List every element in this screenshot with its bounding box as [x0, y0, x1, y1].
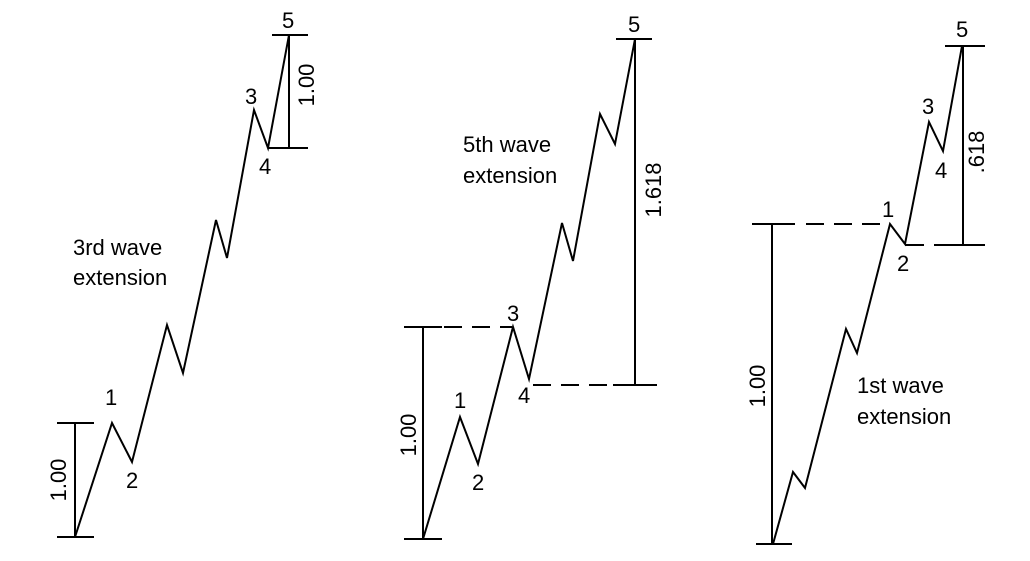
- wave-label-1: 1: [454, 388, 466, 413]
- ratio-label-bottom: 1.00: [745, 365, 770, 408]
- wave-label-2: 2: [126, 468, 138, 493]
- panel-title-line1: 3rd wave: [73, 235, 162, 260]
- wave-label-3: 3: [245, 84, 257, 109]
- wave-label-4: 4: [259, 154, 271, 179]
- wave-label-2: 2: [472, 470, 484, 495]
- wave-label-5: 5: [956, 17, 968, 42]
- wave-path: [772, 45, 963, 545]
- panel-1st-wave-extension: 1.00 .618 1 2 3 4 5 1st wave extension: [745, 17, 989, 545]
- wave-path: [74, 34, 290, 538]
- wave-label-4: 4: [518, 383, 530, 408]
- panel-title-line1: 5th wave: [463, 132, 551, 157]
- wave-label-5: 5: [628, 12, 640, 37]
- wave-path: [422, 38, 636, 540]
- panel-title-line1: 1st wave: [857, 373, 944, 398]
- panel-title-line2: extension: [73, 265, 167, 290]
- wave-label-2: 2: [897, 251, 909, 276]
- wave-label-3: 3: [507, 301, 519, 326]
- wave-label-1: 1: [105, 385, 117, 410]
- wave-label-3: 3: [922, 94, 934, 119]
- ratio-label-bottom: 1.00: [46, 459, 71, 502]
- panel-5th-wave-extension: 1.00 1.618 1 2 3 4 5 5th wave extension: [396, 12, 666, 540]
- panel-3rd-wave-extension: 1.00 1.00 1 2 3 4 5 3rd wave extension: [46, 8, 319, 538]
- panel-title-line2: extension: [463, 163, 557, 188]
- wave-label-4: 4: [935, 158, 947, 183]
- wave-label-1: 1: [882, 197, 894, 222]
- ratio-label-top: .618: [964, 131, 989, 174]
- ratio-label-top: 1.618: [641, 162, 666, 217]
- ratio-label-bottom: 1.00: [396, 414, 421, 457]
- ratio-label-top: 1.00: [294, 64, 319, 107]
- panel-title-line2: extension: [857, 404, 951, 429]
- wave-label-5: 5: [282, 8, 294, 33]
